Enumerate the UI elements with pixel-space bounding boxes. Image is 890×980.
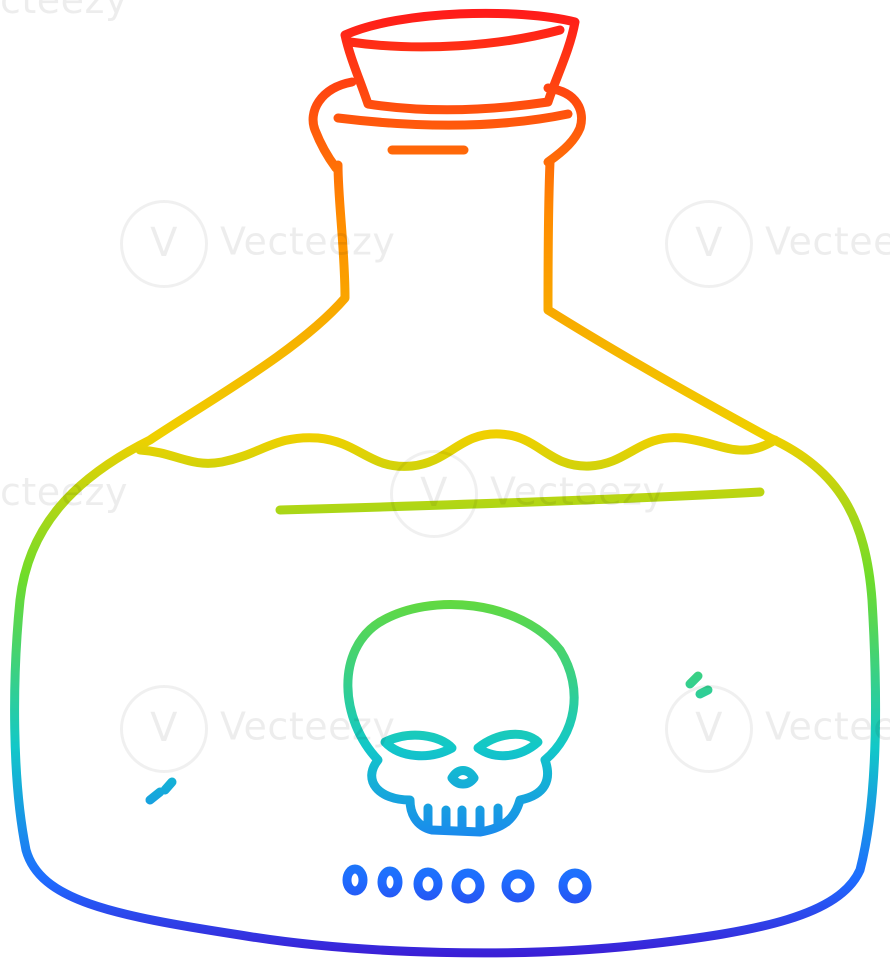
left-highlight-marks bbox=[145, 777, 177, 805]
liquid-shine bbox=[275, 487, 765, 515]
crossbone-dots bbox=[342, 864, 592, 904]
bottle-lip bbox=[308, 77, 586, 173]
bottle-body-outline bbox=[10, 157, 881, 958]
skull-teeth bbox=[423, 803, 503, 835]
skull-right-eye bbox=[473, 729, 543, 761]
skull-nose bbox=[447, 766, 479, 789]
liquid-wave bbox=[135, 429, 780, 471]
cork-top-rim bbox=[345, 25, 565, 52]
cork-outline bbox=[340, 8, 580, 115]
skull-outline bbox=[343, 599, 579, 837]
skull-left-eye bbox=[380, 730, 457, 761]
right-highlight-marks bbox=[685, 671, 713, 699]
